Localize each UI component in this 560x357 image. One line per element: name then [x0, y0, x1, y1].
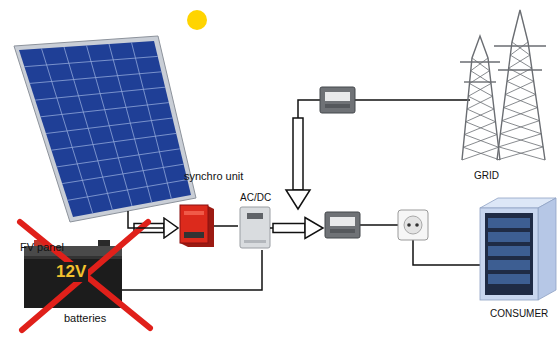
- hollow-arrow: [273, 224, 305, 233]
- meter: [325, 212, 360, 238]
- consumer-server: CONSUMER: [478, 196, 558, 302]
- synchro-unit-picture: [180, 205, 214, 247]
- inverter: AC/DC: [238, 205, 272, 250]
- wire: [355, 99, 470, 101]
- hollow-arrow: [305, 218, 323, 239]
- wire: [298, 100, 320, 118]
- wire: [413, 240, 480, 265]
- sun: [187, 10, 207, 30]
- inverter-picture: [240, 207, 270, 248]
- meter: [320, 87, 355, 113]
- red-cross: [20, 222, 150, 330]
- solar-panel-picture: [14, 36, 196, 222]
- component-label: GRID: [474, 170, 499, 182]
- socket: [398, 210, 428, 240]
- server-picture: [480, 198, 556, 300]
- wire-connector: [128, 211, 178, 228]
- power-pylon: [460, 10, 546, 160]
- hollow-arrow: [293, 118, 303, 190]
- power-grid: GRID: [460, 8, 548, 162]
- component-label: CONSUMER: [490, 308, 548, 320]
- wire-connector: [214, 225, 238, 227]
- component-label: FV panel: [20, 241, 64, 254]
- component-label: AC/DC: [240, 192, 271, 204]
- synchro-unit: synchro unit: [178, 203, 214, 247]
- battery: 12Vbatteries: [24, 246, 122, 308]
- voltage-label: 12V: [54, 262, 88, 282]
- wire-connector: [122, 250, 262, 290]
- component-label: batteries: [64, 312, 106, 325]
- component-label: synchro unit: [184, 170, 243, 183]
- wire: [360, 224, 398, 226]
- hollow-arrow: [286, 190, 310, 209]
- solar-panel: FV panel: [14, 34, 176, 211]
